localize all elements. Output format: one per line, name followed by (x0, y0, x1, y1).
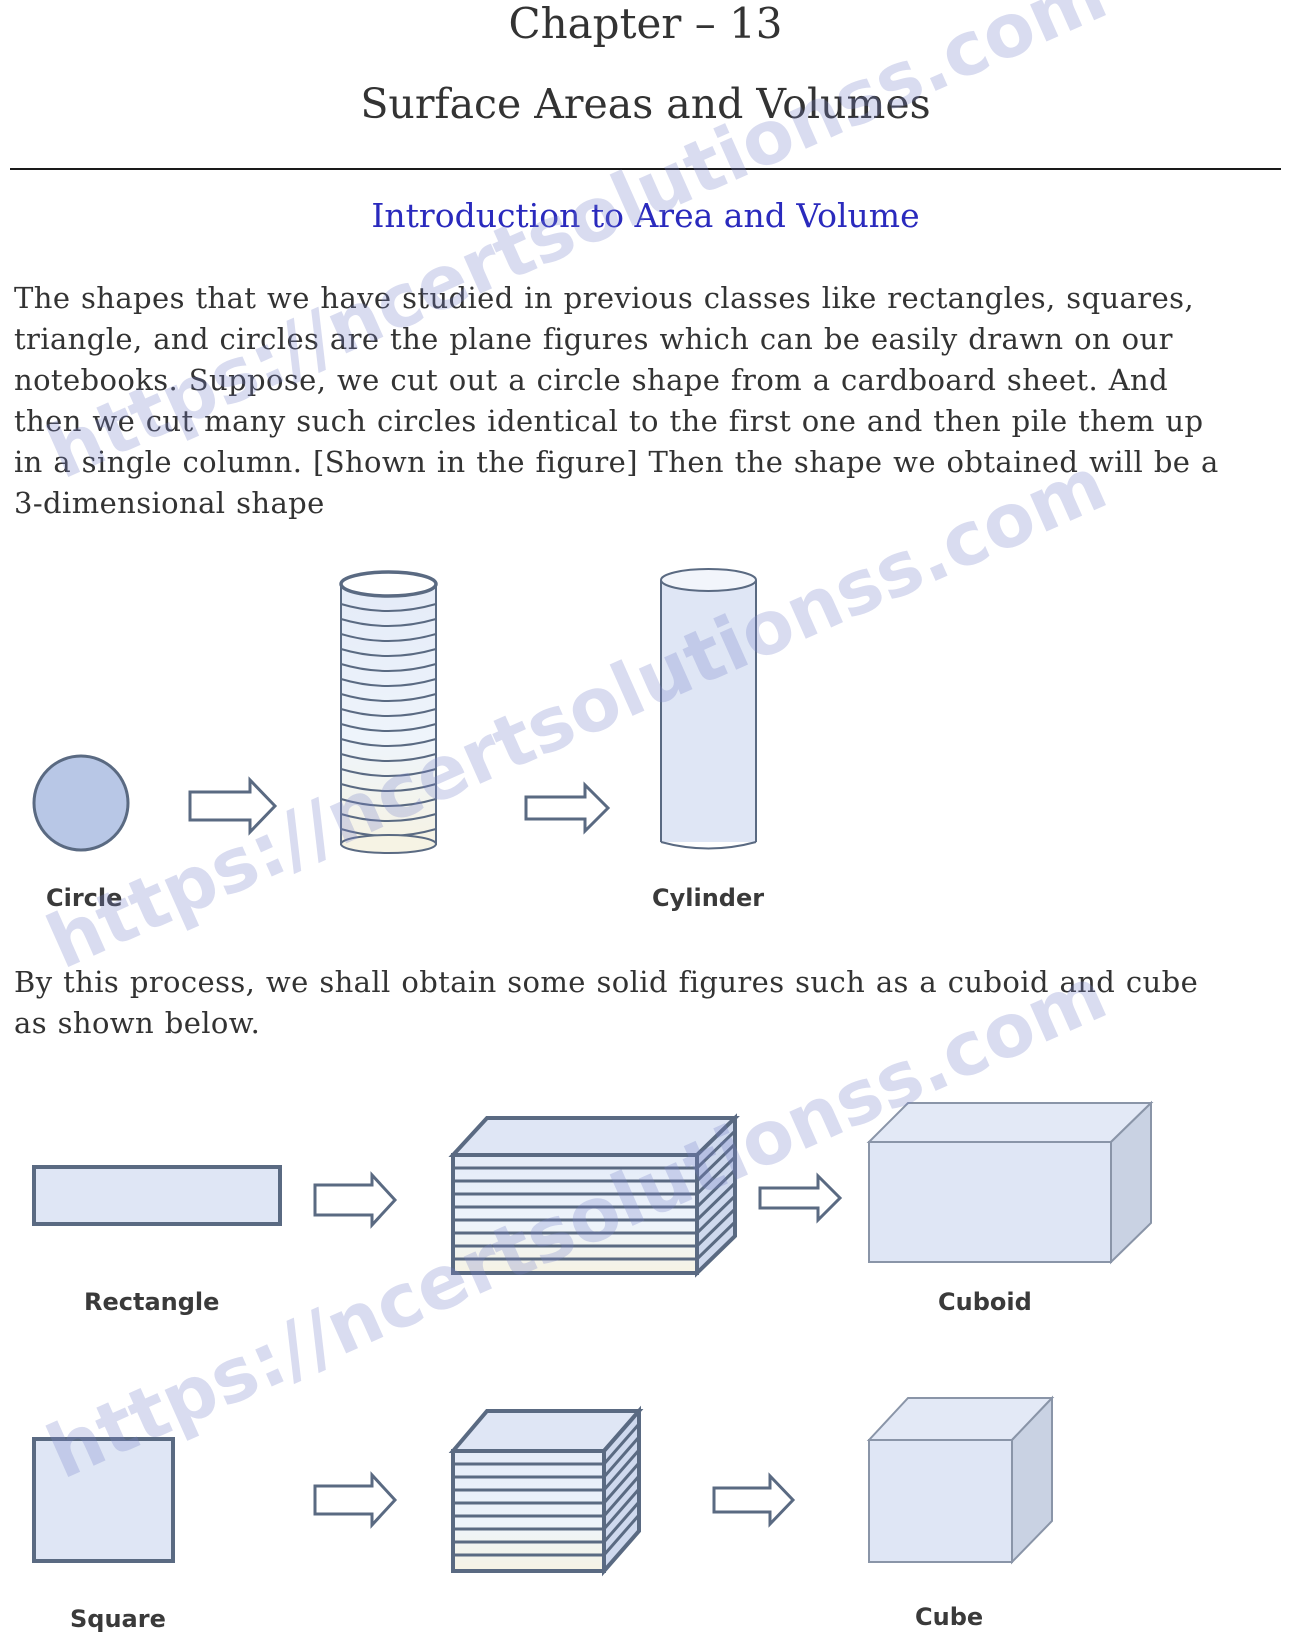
cube-label: Cube (915, 1603, 984, 1631)
section-heading: Introduction to Area and Volume (371, 196, 920, 235)
arrow-right-icon (313, 1471, 398, 1529)
stacked-rectangles-shape (448, 1113, 740, 1278)
paragraph-line: 3-dimensional shape (14, 486, 325, 520)
arrow-right-icon (313, 1171, 398, 1229)
paragraph-line: The shapes that we have studied in previ… (14, 281, 1195, 315)
paragraph-line: as shown below. (14, 1006, 261, 1040)
arrow-right-icon (524, 781, 611, 835)
square-shape (32, 1437, 175, 1563)
cuboid-shape (866, 1100, 1154, 1265)
stacked-discs-shape (339, 570, 438, 854)
cuboid-label: Cuboid (938, 1288, 1032, 1316)
paragraph-line: in a single column. [Shown in the figure… (14, 445, 1219, 479)
arrow-right-icon (758, 1172, 843, 1224)
paragraph-line: triangle, and circles are the plane figu… (14, 322, 1173, 356)
paragraph-line: notebooks. Suppose, we cut out a circle … (14, 363, 1169, 397)
arrow-right-icon (712, 1472, 796, 1528)
rectangle-label: Rectangle (84, 1288, 220, 1316)
chapter-number: Chapter – 13 (508, 0, 783, 48)
square-label: Square (70, 1605, 166, 1633)
arrow-right-icon (188, 776, 278, 836)
process-paragraph: By this process, we shall obtain some so… (14, 962, 1279, 1044)
chapter-title: Surface Areas and Volumes (360, 80, 931, 128)
rectangle-shape (32, 1165, 282, 1226)
intro-paragraph: The shapes that we have studied in previ… (14, 278, 1279, 524)
paragraph-line: then we cut many such circles identical … (14, 404, 1204, 438)
circle-label: Circle (46, 884, 123, 912)
cylinder-shape (660, 568, 757, 850)
cylinder-label: Cylinder (652, 884, 765, 912)
stacked-squares-shape (448, 1405, 644, 1577)
paragraph-line: By this process, we shall obtain some so… (14, 965, 1199, 999)
header-divider (10, 168, 1281, 170)
cube-shape (866, 1395, 1055, 1565)
circle-shape (32, 754, 130, 852)
